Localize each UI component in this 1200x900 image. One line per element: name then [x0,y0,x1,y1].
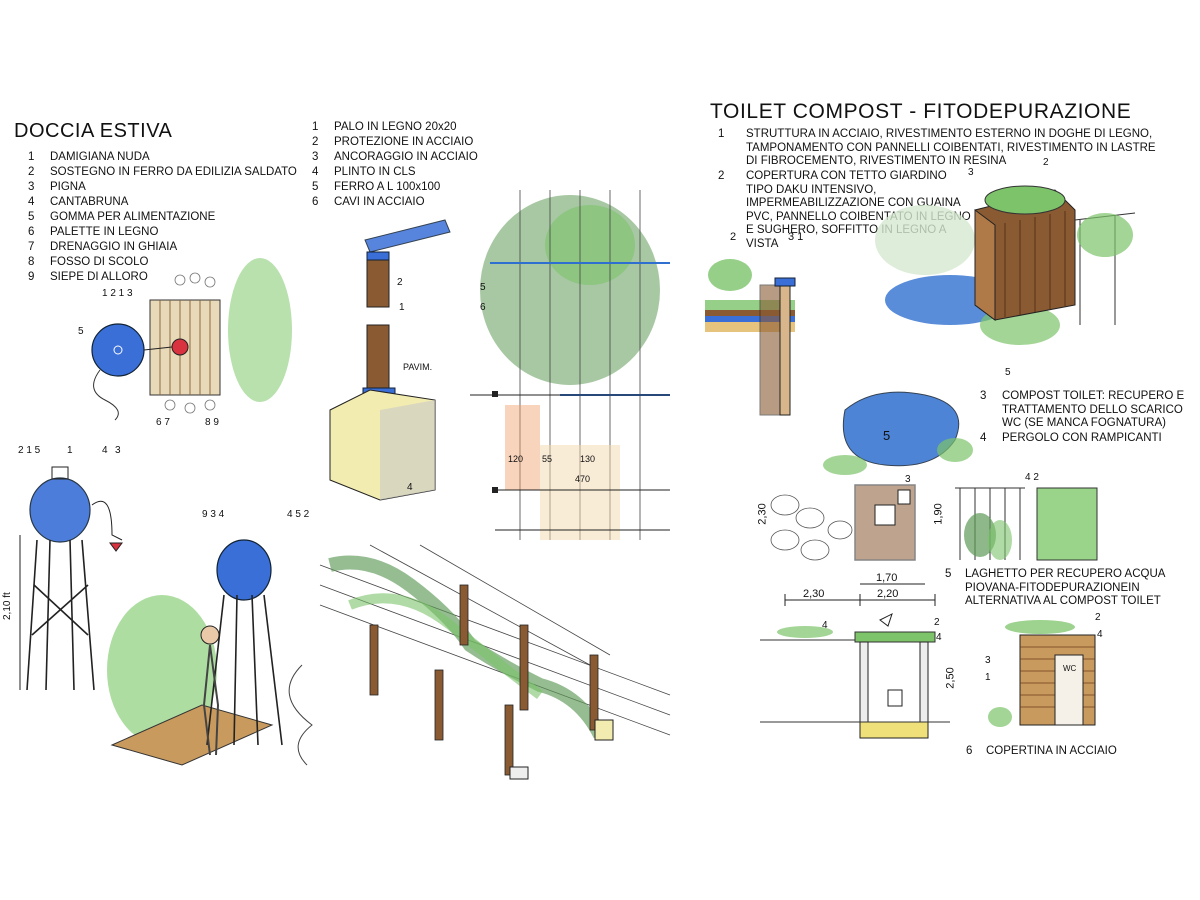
svg-text:8 9: 8 9 [205,417,219,428]
svg-text:2: 2 [1095,612,1101,623]
svg-text:6: 6 [480,302,486,313]
svg-text:2: 2 [1043,157,1049,168]
dim-label: 55 [542,454,552,464]
toilet-floor-plan: 3 [770,474,916,561]
dimension-lines [784,583,936,606]
svg-text:2: 2 [397,277,403,288]
dim-h-right: 1,90 [932,503,945,525]
side-pergola-sketch: 4 2 [955,472,1098,561]
svg-text:3: 3 [905,474,911,485]
green-roof-square [1036,487,1098,561]
dim-h-left: 2,30 [756,503,769,525]
person-head [200,625,220,645]
doccia-title: DOCCIA ESTIVA [14,120,173,142]
dim-label: 120 [508,454,523,464]
svg-text:2: 2 [730,231,736,243]
svg-text:4: 4 [1097,629,1103,640]
svg-text:1: 1 [985,672,991,683]
hedge-elevation [107,595,217,745]
demijohn-left [29,477,91,543]
svg-text:5: 5 [1005,367,1011,378]
pond-plan-sketch: 5 [823,391,973,475]
svg-text:4 2: 4 2 [1025,472,1039,483]
toilet-title: TOILET COMPOST - FITODEPURAZIONE [710,100,1132,123]
svg-text:4: 4 [102,445,108,456]
svg-text:1: 1 [67,445,73,456]
svg-text:4: 4 [936,632,942,643]
svg-text:4: 4 [822,620,828,631]
hedge-plan [228,258,292,402]
toilet-door [1054,654,1084,726]
toilet-note-4: 4 PERGOLO CON RAMPICANTI [980,432,1162,444]
shower-head-left [109,542,123,552]
svg-text:5: 5 [78,326,84,337]
dim-section-height: 2,50 [944,667,957,689]
svg-text:9 3 4: 9 3 4 [202,509,225,520]
svg-text:1: 1 [399,302,405,313]
demijohn-plan [91,323,145,377]
toilet-note-5: 5 LAGHETTO PER RECUPERO ACQUA PIOVANA-FI… [945,568,1166,607]
demijohn-right [216,539,272,601]
svg-text:3: 3 [115,445,121,456]
dim-label: 470 [575,474,590,484]
hatched-area [505,405,540,490]
shower-elevation-sketch: 2,10 ft 2 1 5 1 4 3 9 3 4 4 5 2 [2,445,313,766]
shower-head-plan [171,338,189,356]
label-1-2-3: 1 2 1 3 [102,288,133,299]
toilet-note-3: 3 COMPOST TOILET: RECUPERO E TRATTAMENTO… [980,390,1185,429]
svg-text:3 1: 3 1 [788,231,803,243]
dim-label: 130 [580,454,595,464]
pergola-plan-sketch: 120 55 130 470 5 6 [470,190,670,540]
svg-text:4 5 2: 4 5 2 [287,509,310,520]
post-detail-sketch: 2 1 PAVIM. 4 [329,219,451,501]
shower-plan-sketch: 1 2 1 3 5 6 7 8 9 [78,258,292,428]
svg-text:3: 3 [985,655,991,666]
svg-text:5: 5 [883,428,890,443]
toilet-perspective-sketch: 3 2 5 [875,157,1136,378]
svg-text:2: 2 [934,617,940,628]
svg-text:WC: WC [1063,664,1077,673]
svg-text:3: 3 [968,167,974,178]
toilet-front-elevation: WC 3 1 2 4 [985,612,1103,727]
compost-chamber [859,721,929,739]
svg-text:PAVIM.: PAVIM. [403,362,432,372]
roof-section-sketch: 2 3 1 [705,231,803,416]
svg-text:2 1 5: 2 1 5 [18,445,41,456]
dim-inner-width: 1,70 [876,572,898,584]
svg-text:6 7: 6 7 [156,417,170,428]
dim-width-1: 2,30 [803,588,825,600]
svg-text:2,10 ft: 2,10 ft [2,592,13,620]
toilet-note-1: 1 STRUTTURA IN ACCIAIO, RIVESTIMENTO EST… [718,128,1156,167]
svg-text:5: 5 [480,282,486,293]
svg-text:4: 4 [407,482,413,493]
dim-width-2: 2,20 [877,588,899,600]
toilet-note-6: 6 COPERTINA IN ACCIAIO [966,745,1117,757]
pergola-perspective-sketch [319,544,671,780]
toilet-section-sketch: 4 2 4 [760,613,950,739]
